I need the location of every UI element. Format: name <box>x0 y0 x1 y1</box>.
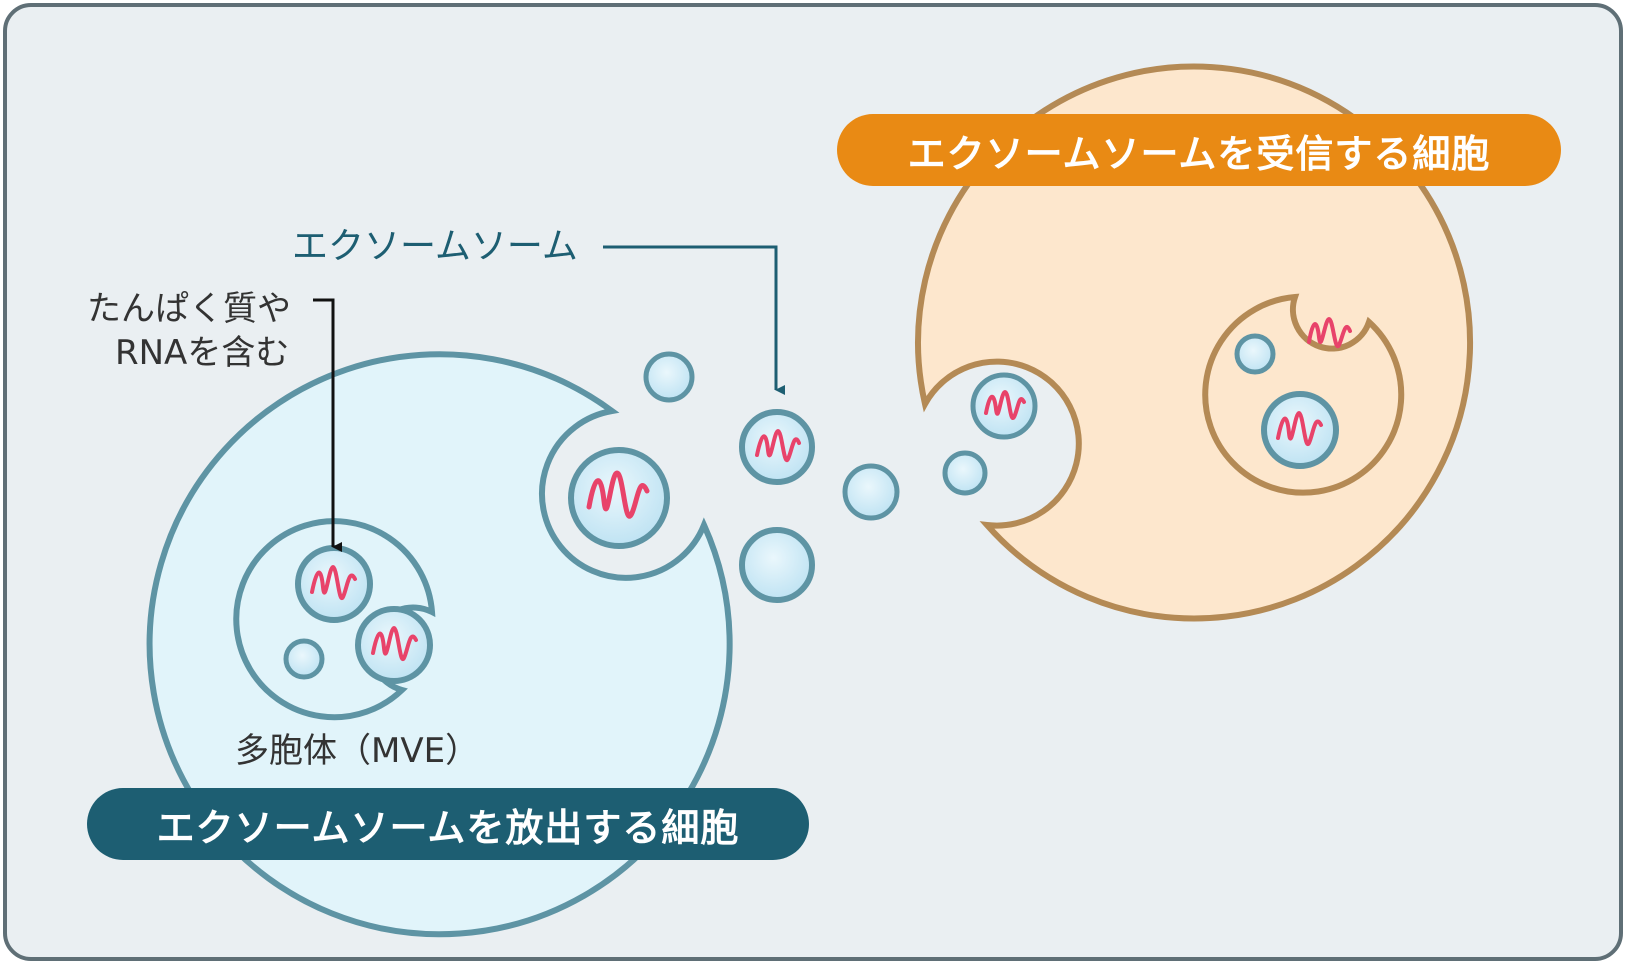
rna-wave-icon <box>984 389 1026 420</box>
endosome-vesicle-small <box>1234 333 1276 375</box>
releasing-exosome <box>568 447 670 549</box>
endosome-vesicle-rna <box>1261 391 1339 469</box>
mve-vesicle-rna-2 <box>355 606 433 684</box>
entering-exosome-rna <box>970 372 1038 440</box>
free-exosome <box>643 351 695 403</box>
rna-wave-icon <box>310 564 357 601</box>
contents-leader-line <box>313 298 342 552</box>
mve <box>233 518 436 721</box>
free-exosome <box>739 527 815 603</box>
releasing-exosome-body <box>568 447 670 549</box>
receiving-endosome <box>1202 293 1405 496</box>
rna-wave-icon <box>755 428 801 463</box>
rna-wave-icon <box>1276 410 1323 447</box>
exosome-leader-line <box>603 245 785 395</box>
rna-wave-icon <box>371 625 418 662</box>
exosome-label: エクソームソーム <box>292 226 578 267</box>
contents-label: たんぱく質や RNAを含む <box>87 287 291 375</box>
receiving-cell-label-text: エクソームソームを受信する細胞 <box>907 131 1491 176</box>
mve-vesicle-rna-1 <box>295 545 373 623</box>
mve-vesicle-small <box>283 638 325 680</box>
releasing-cell-label-text: エクソームソームを放出する細胞 <box>156 805 740 850</box>
receiving-cell-label: エクソームソームを受信する細胞 <box>837 114 1561 186</box>
free-exosomes <box>643 351 900 603</box>
contents-label-line2: RNAを含む <box>115 333 290 373</box>
releasing-cell-label: エクソームソームを放出する細胞 <box>87 788 809 860</box>
entering-exosome <box>942 450 988 496</box>
rna-wave-icon <box>1307 316 1352 349</box>
free-exosome <box>842 463 900 521</box>
free-exosome-rna <box>739 409 815 485</box>
mve-label: 多胞体（MVE） <box>235 731 480 771</box>
contents-label-line1: たんぱく質や <box>87 289 291 329</box>
diagram-frame: エクソームソームを受信する細胞 エクソームソームを放出する細胞 エクソームソーム… <box>3 3 1623 961</box>
rna-wave-icon <box>586 470 650 519</box>
entering-exosomes <box>942 372 1038 496</box>
